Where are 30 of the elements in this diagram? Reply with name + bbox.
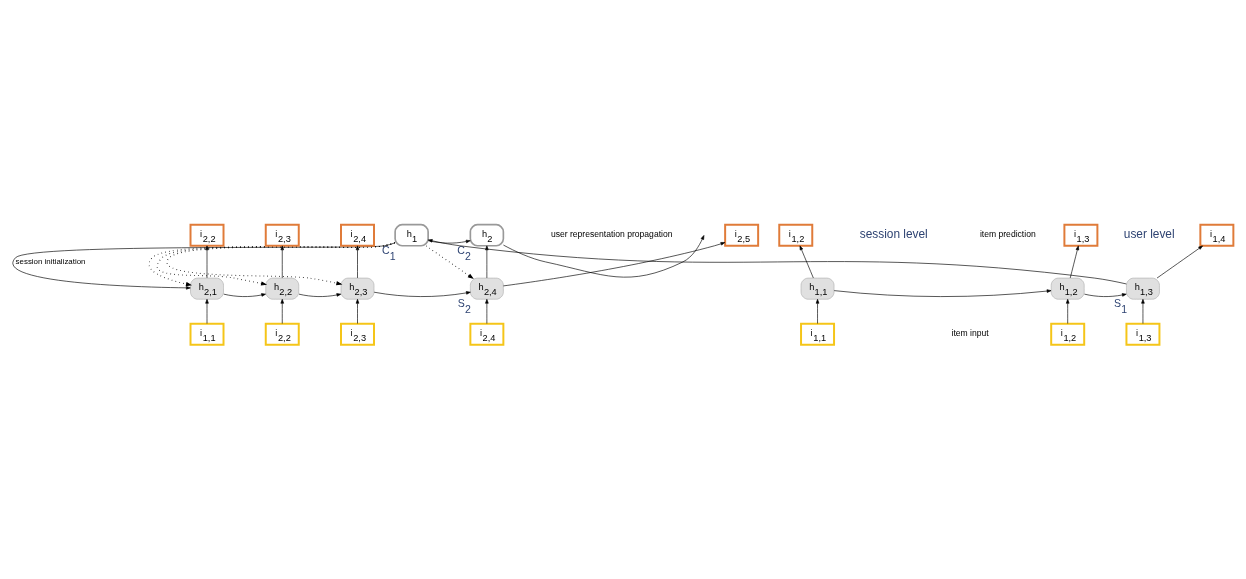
arrow xyxy=(428,239,471,243)
arrow xyxy=(355,298,360,324)
arrow xyxy=(205,298,209,324)
arrow xyxy=(205,245,209,278)
arrow xyxy=(799,245,814,278)
label: item input xyxy=(951,327,989,338)
arrow xyxy=(280,298,284,324)
arrow xyxy=(1066,298,1070,324)
arrow xyxy=(280,245,284,278)
arrow xyxy=(298,292,342,297)
arrow xyxy=(485,298,489,324)
arrow xyxy=(373,290,471,297)
arrow xyxy=(355,245,360,278)
arrow xyxy=(1141,298,1145,324)
arrow xyxy=(1084,292,1127,297)
arrow xyxy=(503,241,726,286)
arrow xyxy=(223,292,266,297)
arrow xyxy=(427,238,1127,284)
label: user representation propagation xyxy=(550,228,673,239)
arrow xyxy=(12,242,396,290)
arrow xyxy=(503,234,705,277)
arrow xyxy=(815,298,820,324)
arrow xyxy=(485,245,489,278)
label: session level xyxy=(859,226,928,241)
label: item prediction xyxy=(979,228,1036,239)
label: user level xyxy=(1123,226,1175,241)
arrow xyxy=(1069,245,1080,278)
arrow xyxy=(1156,245,1203,278)
arrow xyxy=(833,288,1052,297)
arrow xyxy=(425,244,474,279)
